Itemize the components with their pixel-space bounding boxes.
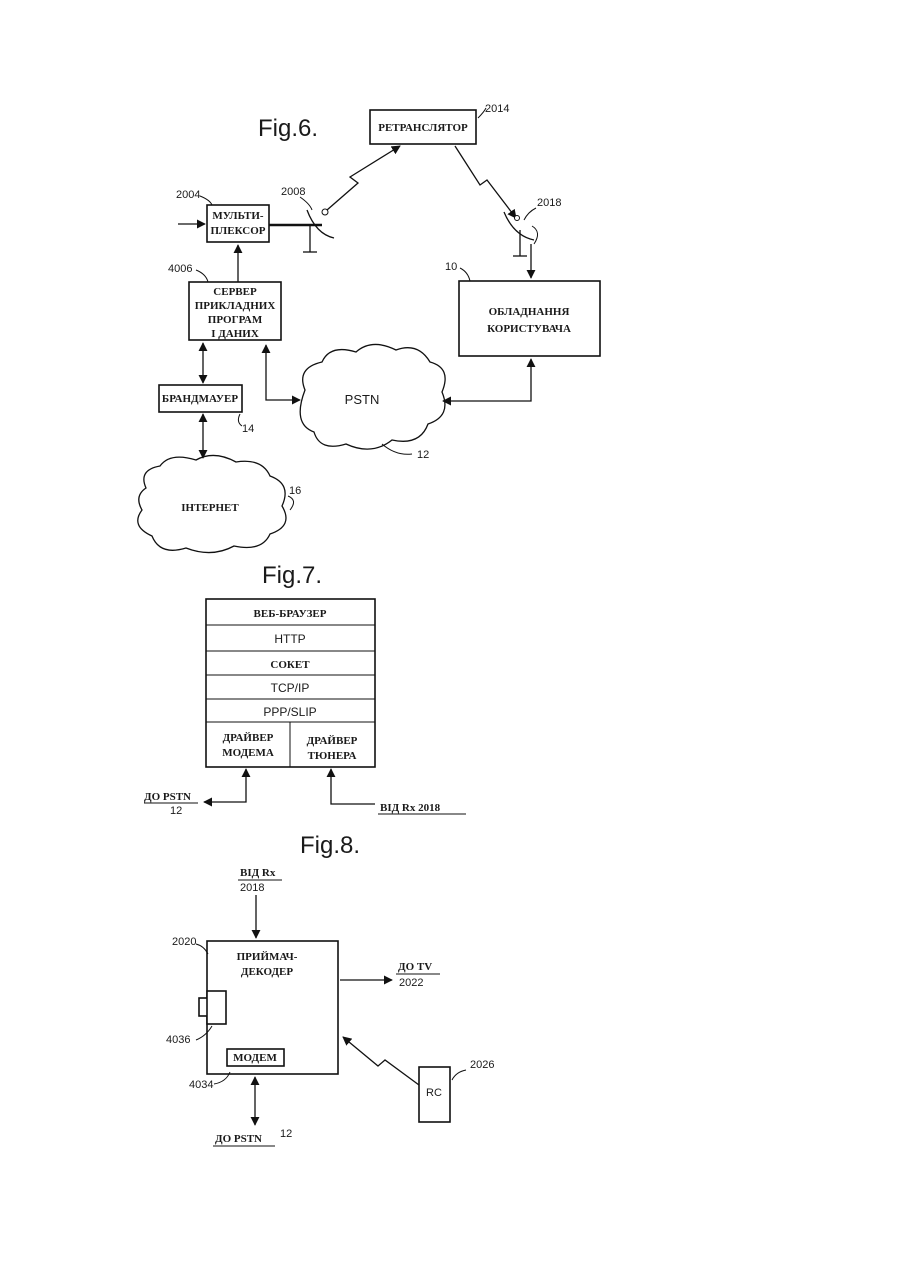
firewall-box: БРАНДМАУЕР: [159, 385, 242, 412]
user-equipment-ref: 10: [445, 261, 457, 273]
fig8-from-rx-label: ВІД Rx: [240, 867, 276, 879]
modem-label: МОДЕМ: [233, 1052, 277, 1064]
internet-ref: 16: [289, 485, 301, 497]
multiplexer-label-line1: МУЛЬТИ-: [212, 210, 264, 222]
receiver-label-line1: ПРИЙМАЧ-: [237, 951, 298, 963]
server-label-line4: І ДАНИХ: [211, 328, 259, 340]
fig7-title: Fig.7.: [262, 562, 322, 589]
tuner-driver-line1: ДРАЙВЕР: [307, 735, 358, 747]
receiver-label-line2: ДЕКОДЕР: [241, 966, 294, 978]
modem-driver-line2: МОДЕМА: [222, 747, 274, 759]
to-tv-ref: 2022: [399, 977, 423, 989]
figure-7: Fig.7. ВЕБ-БРАУЗЕР HTTP СОКЕТ TCP/IP PPP…: [144, 562, 466, 817]
firewall-label: БРАНДМАУЕР: [162, 393, 238, 405]
stack-layer-http: HTTP: [274, 632, 305, 646]
fig8-from-rx-ref: 2018: [240, 882, 264, 894]
application-server-box: СЕРВЕР ПРИКЛАДНИХ ПРОГРАМ І ДАНИХ: [189, 282, 281, 340]
card-slot-ref: 4036: [166, 1034, 190, 1046]
multiplexer-ref: 2004: [176, 189, 200, 201]
internet-cloud: ІНТЕРНЕТ: [138, 455, 286, 552]
user-equipment-label-line2: КОРИСТУВАЧА: [487, 323, 571, 335]
fig8-to-pstn-label: ДО PSTN: [215, 1133, 262, 1145]
fig7-to-pstn-label: ДО PSTN: [144, 791, 191, 803]
server-label-line1: СЕРВЕР: [213, 286, 257, 298]
server-ref: 4006: [168, 263, 192, 275]
modem-box: МОДЕМ: [227, 1049, 284, 1066]
stack-layer-socket: СОКЕТ: [270, 659, 310, 671]
downlink-signal: [455, 146, 516, 218]
pstn-ref: 12: [417, 449, 429, 461]
rc-ref: 2026: [470, 1059, 494, 1071]
card-slot: [199, 991, 226, 1024]
protocol-stack: ВЕБ-БРАУЗЕР HTTP СОКЕТ TCP/IP PPP/SLIP Д…: [206, 599, 375, 767]
fig8-title: Fig.8.: [300, 832, 360, 859]
rc-label: RC: [426, 1087, 442, 1099]
user-equipment-label-line1: ОБЛАДНАННЯ: [489, 306, 570, 318]
transmit-antenna: [269, 209, 334, 252]
receiver-ref: 2020: [172, 936, 196, 948]
antenna-tx-ref: 2008: [281, 186, 305, 198]
stack-layer-web-browser: ВЕБ-БРАУЗЕР: [254, 608, 327, 620]
stack-layer-ppp-slip: PPP/SLIP: [263, 705, 316, 719]
ir-signal: [343, 1037, 419, 1085]
fig6-title: Fig.6.: [258, 115, 318, 142]
uplink-signal: [327, 146, 400, 210]
stack-layer-tcpip: TCP/IP: [271, 681, 310, 695]
retranslator-label: РЕТРАНСЛЯТОР: [378, 122, 468, 134]
tuner-driver-line2: ТЮНЕРА: [308, 750, 357, 762]
retranslator-box: РЕТРАНСЛЯТОР: [370, 110, 476, 144]
modem-driver-line1: ДРАЙВЕР: [223, 732, 274, 744]
antenna-rx-ref: 2018: [537, 197, 561, 209]
firewall-ref: 14: [242, 423, 254, 435]
receive-antenna: [504, 212, 538, 256]
pstn-cloud: PSTN: [300, 344, 445, 449]
to-tv-label: ДО TV: [398, 961, 432, 973]
remote-control-box: RC: [419, 1067, 450, 1122]
server-label-line2: ПРИКЛАДНИХ: [195, 300, 276, 312]
internet-label: ІНТЕРНЕТ: [181, 502, 239, 514]
figure-6: Fig.6. РЕТРАНСЛЯТОР 2014 МУЛЬТИ- ПЛЕКСОР…: [138, 103, 600, 553]
modem-ref: 4034: [189, 1079, 213, 1091]
server-label-line3: ПРОГРАМ: [208, 314, 263, 326]
fig7-from-rx-label: ВІД Rx 2018: [380, 802, 441, 814]
fig8-to-pstn-ref: 12: [280, 1128, 292, 1140]
user-equipment-box: ОБЛАДНАННЯ КОРИСТУВАЧА: [459, 281, 600, 356]
pstn-label: PSTN: [345, 392, 380, 407]
figure-8: Fig.8. ВІД Rx 2018 ПРИЙМАЧ- ДЕКОДЕР 2020…: [166, 832, 494, 1146]
multiplexer-label-line2: ПЛЕКСОР: [210, 225, 265, 237]
fig7-to-pstn-ref: 12: [170, 805, 182, 817]
retranslator-ref: 2014: [485, 103, 509, 115]
multiplexer-box: МУЛЬТИ- ПЛЕКСОР: [207, 205, 269, 242]
